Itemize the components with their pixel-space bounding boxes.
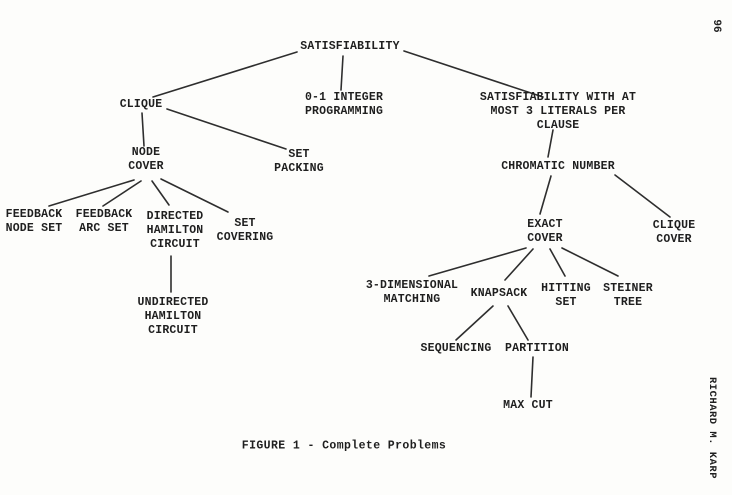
edge-knapsack--partition: [507, 305, 529, 341]
figure-caption: FIGURE 1 - Complete Problems: [241, 439, 447, 453]
edge-clique--node-cover: [141, 112, 145, 147]
edge-node-cover--directed-hamilton-circuit: [151, 180, 170, 206]
node-sequencing: SEQUENCING: [420, 342, 492, 355]
node-node-cover: NODE COVER: [128, 146, 164, 173]
edge-knapsack--sequencing: [455, 305, 494, 341]
node-directed-hamilton-circuit: DIRECTED HAMILTON CIRCUIT: [146, 210, 204, 251]
node-clique-cover: CLIQUE COVER: [652, 219, 696, 246]
edge-node-cover--set-covering: [160, 178, 229, 213]
edge-chromatic-number--clique-cover: [614, 174, 671, 218]
node-set-covering: SET COVERING: [216, 217, 274, 244]
edge-clique--set-packing: [166, 108, 287, 150]
node-undirected-hamilton-circuit: UNDIRECTED HAMILTON CIRCUIT: [137, 296, 209, 337]
edge-node-cover--feedback-arc-set: [102, 180, 142, 207]
node-feedback-arc-set: FEEDBACK ARC SET: [75, 208, 133, 235]
node-feedback-node-set: FEEDBACK NODE SET: [5, 208, 63, 235]
edge-satisfiability--sat-3-literals: [403, 50, 544, 98]
node-clique: CLIQUE: [119, 98, 163, 111]
node-partition: PARTITION: [505, 342, 569, 355]
node-set-packing: SET PACKING: [274, 148, 324, 175]
edge-exact-cover--hitting-set: [549, 248, 566, 277]
node-sat-3-literals: SATISFIABILITY WITH AT MOST 3 LITERALS P…: [479, 91, 637, 132]
page-number: 96: [710, 19, 722, 33]
node-zero-one-integer-programming: 0-1 INTEGER PROGRAMMING: [304, 91, 384, 118]
edge-node-cover--feedback-node-set: [48, 179, 135, 207]
edge-exact-cover--three-dimensional-matching: [428, 247, 527, 277]
node-satisfiability: SATISFIABILITY: [300, 40, 400, 53]
running-author: RICHARD M. KARP: [706, 376, 718, 480]
edge-chromatic-number--exact-cover: [539, 175, 552, 215]
edge-satisfiability--clique: [152, 51, 298, 98]
node-knapsack: KNAPSACK: [470, 287, 528, 300]
node-hitting-set: HITTING SET: [541, 282, 591, 309]
node-three-dimensional-matching: 3-DIMENSIONAL MATCHING: [365, 279, 459, 306]
edge-sat-3-literals--chromatic-number: [547, 129, 554, 158]
edge-partition--max-cut: [530, 356, 534, 398]
edge-exact-cover--knapsack: [504, 248, 534, 281]
node-exact-cover: EXACT COVER: [527, 218, 563, 245]
node-steiner-tree: STEINER TREE: [603, 282, 653, 309]
node-max-cut: MAX CUT: [503, 399, 553, 412]
edge-exact-cover--steiner-tree: [561, 247, 619, 277]
node-chromatic-number: CHROMATIC NUMBER: [501, 160, 615, 173]
edge-satisfiability--zero-one-integer-programming: [340, 55, 344, 91]
